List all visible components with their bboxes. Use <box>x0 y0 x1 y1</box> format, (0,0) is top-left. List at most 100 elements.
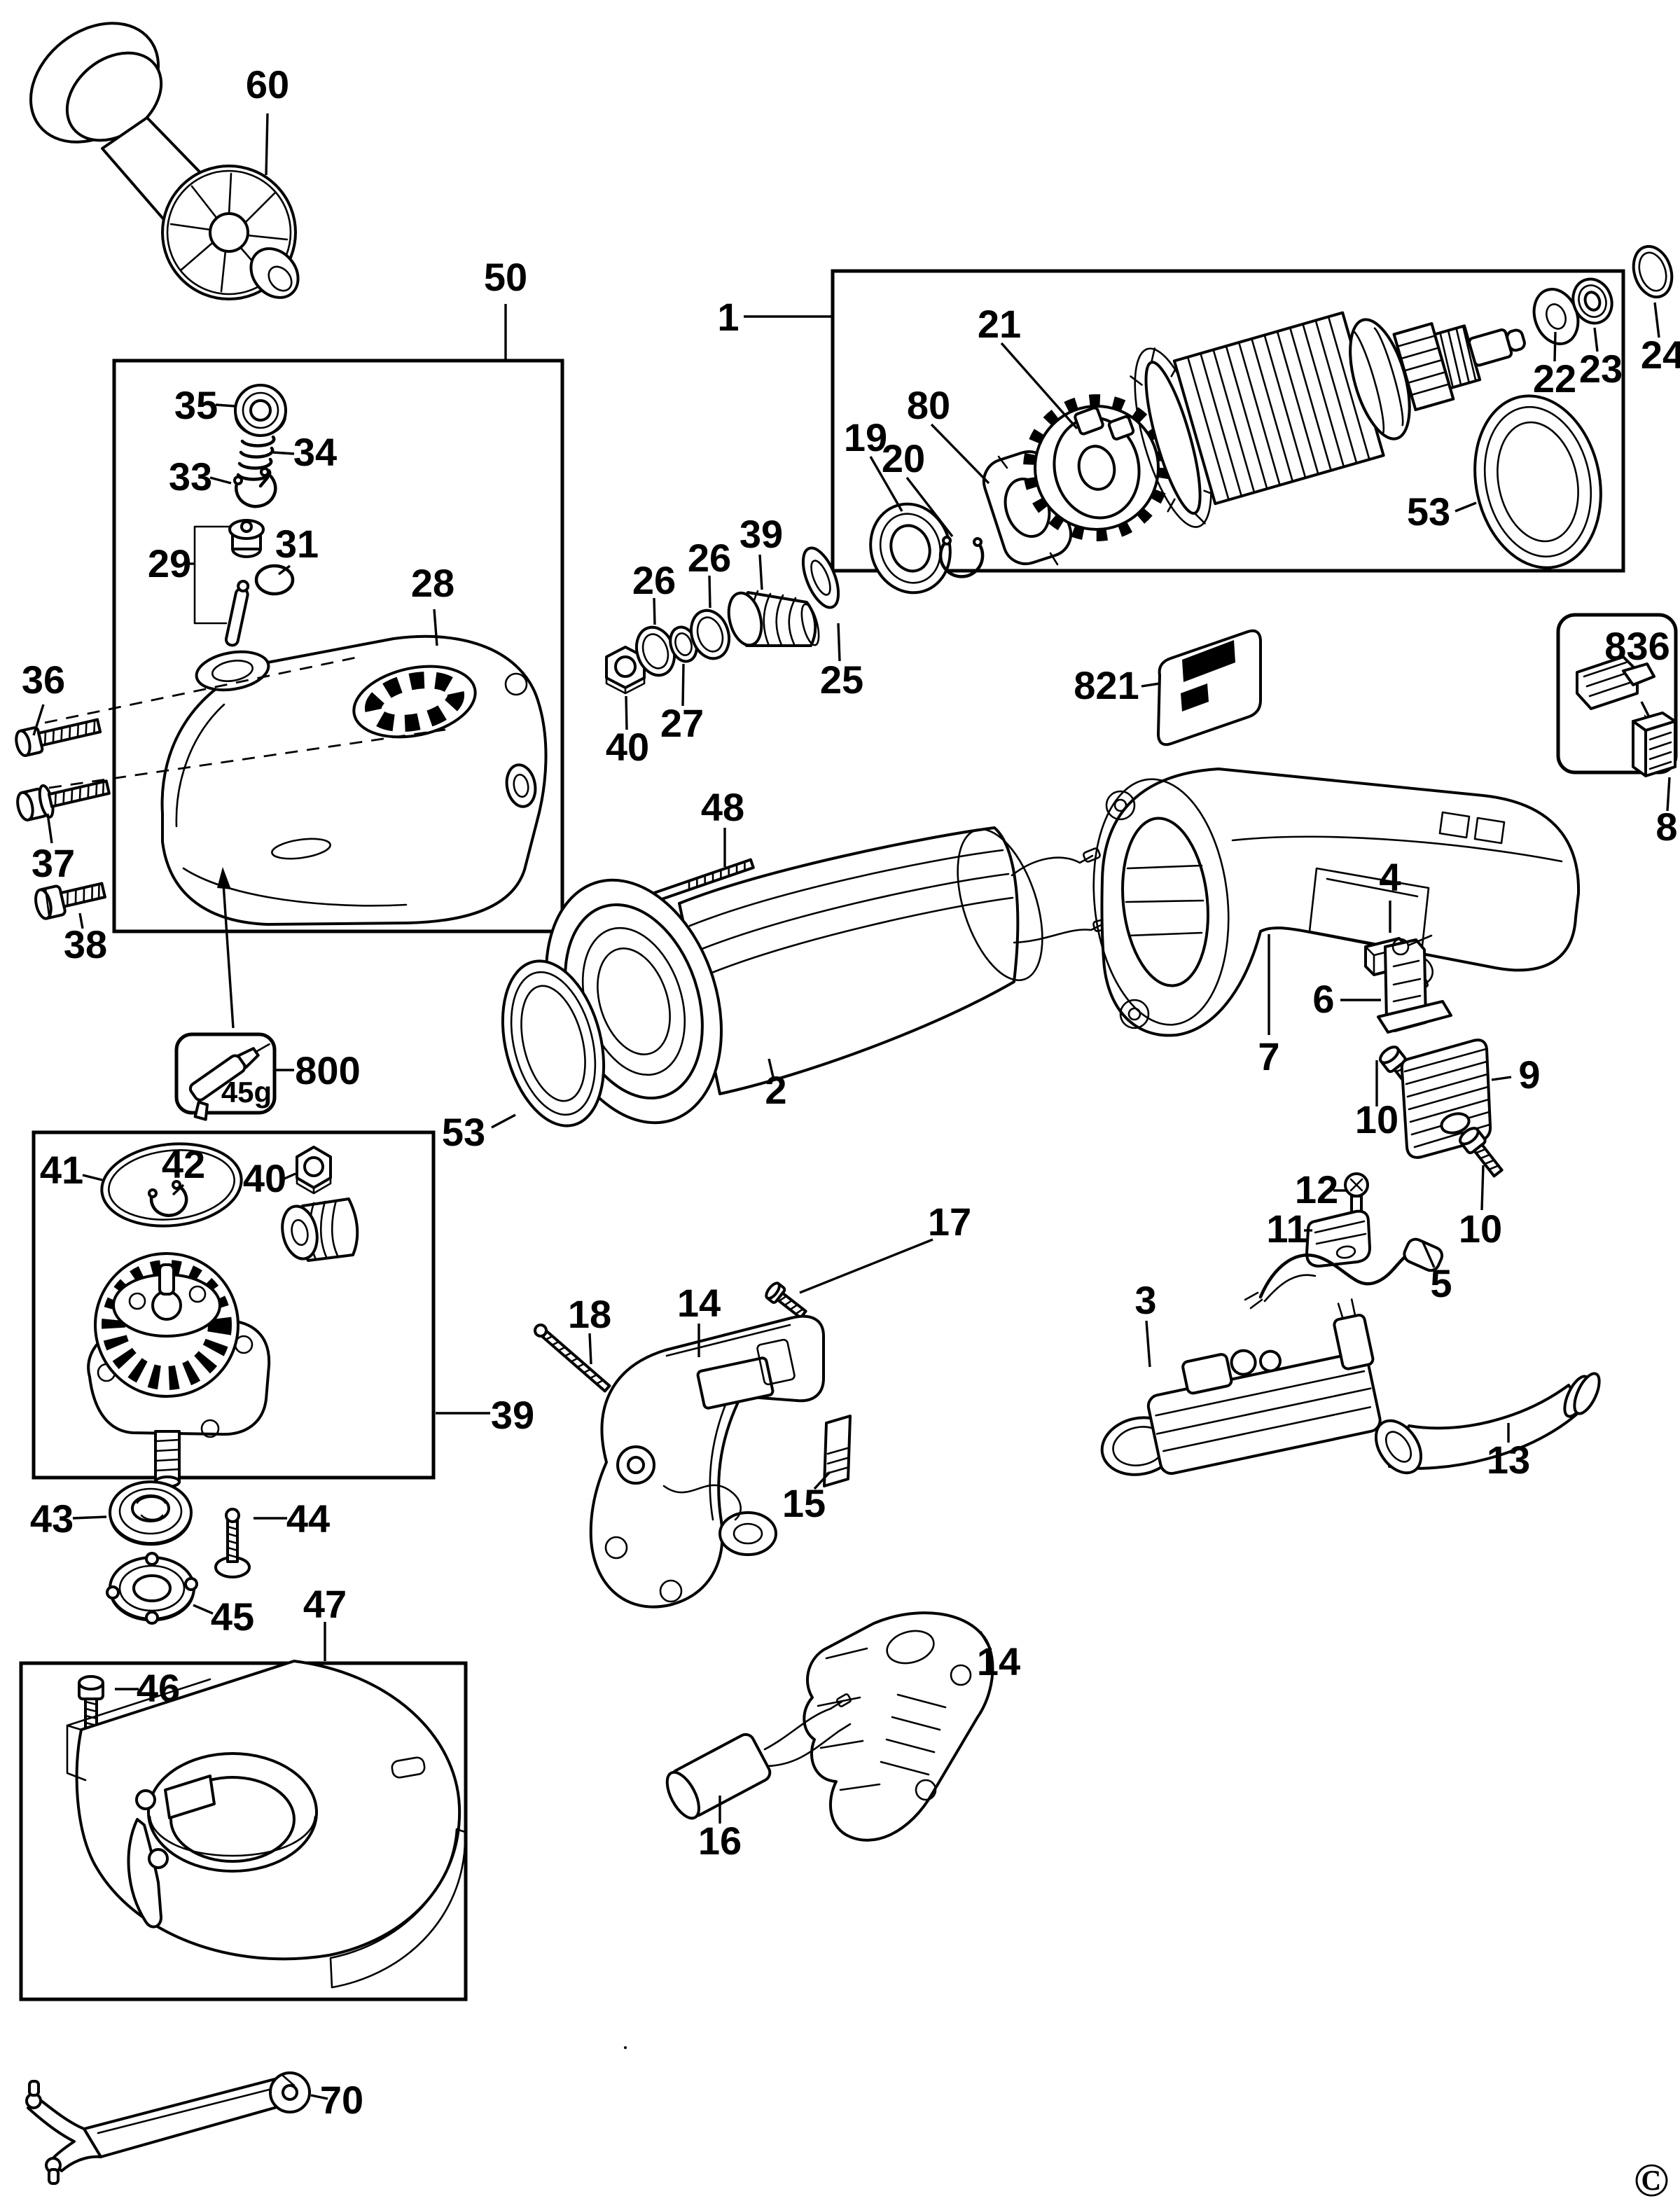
washer-25-drawing <box>801 546 840 609</box>
screw-axis-37 <box>48 728 446 789</box>
part-label-33: 33 <box>169 454 212 499</box>
part-label-21: 21 <box>978 302 1021 346</box>
nut-40-box39-drawing <box>296 1146 332 1195</box>
part-label-50: 50 <box>484 255 527 299</box>
part-label-7: 7 <box>1258 1034 1279 1078</box>
part-label-5: 5 <box>1430 1261 1452 1305</box>
spring-34-drawing <box>236 435 276 488</box>
bearing-23-drawing <box>1571 277 1613 325</box>
part-label-36: 36 <box>22 658 65 702</box>
nut-40-drawing <box>605 646 646 2049</box>
part-label-80: 80 <box>907 383 950 427</box>
part-label-18: 18 <box>568 1292 611 1336</box>
armature-drawing <box>1130 311 1526 528</box>
part-label-60: 60 <box>246 62 289 106</box>
part-label-28: 28 <box>411 561 454 605</box>
part-label-24: 24 <box>1641 333 1680 377</box>
diaphragm-53-left-drawing <box>501 959 606 1127</box>
part-label-53-left: 53 <box>442 1110 485 1154</box>
screw-37-drawing <box>16 779 111 821</box>
box-grease-800 <box>174 1032 277 1115</box>
circlip-42-drawing <box>148 1180 188 1217</box>
part-label-8: 8 <box>1655 805 1677 849</box>
switch-3-drawing <box>1100 1298 1382 1476</box>
motor-housing-drawing <box>1092 768 1581 1037</box>
part-label-2: 2 <box>765 1068 786 1112</box>
screw-axis-36 <box>44 655 360 724</box>
part-label-11: 11 <box>1266 1207 1307 1251</box>
inner-flange-43-drawing <box>109 1480 193 1546</box>
pin-set-29-drawing <box>193 519 265 647</box>
fan-bearing-plate-drawing <box>87 1252 271 1488</box>
part-label-14-lower: 14 <box>977 1639 1020 1683</box>
cord-clamp-11-drawing <box>1305 1209 1371 1268</box>
pinion-39-drawing <box>727 590 820 647</box>
part-label-9: 9 <box>1518 1053 1540 1097</box>
diaphragm-53-right-drawing <box>1473 394 1602 569</box>
part-label-6: 6 <box>1312 977 1334 1021</box>
grease-tube-drawing <box>188 867 270 1121</box>
box-guard-assembly-47 <box>19 1661 468 2001</box>
screw-10-bottom-drawing <box>1459 1127 1504 1178</box>
leader-lines <box>32 113 1671 2100</box>
part-label-40-nut: 40 <box>606 725 649 769</box>
screw-44-drawing <box>214 1508 251 1578</box>
part-label-40-box39: 40 <box>243 1156 286 1200</box>
part-number-labels: 60 50 35 34 33 29 31 28 36 37 38 800 45g… <box>22 62 1680 2207</box>
part-label-26-right: 26 <box>688 536 731 580</box>
outer-flange-45-drawing <box>106 1552 198 1625</box>
grease-weight-note: 45g <box>221 1076 272 1109</box>
part-label-26-left: 26 <box>632 558 676 602</box>
copyright-mark: © <box>1634 2153 1669 2207</box>
part-label-25: 25 <box>820 658 863 702</box>
gearcase-drawing <box>160 634 548 926</box>
part-label-31: 31 <box>275 522 319 566</box>
ring-24-drawing <box>1632 244 1674 299</box>
part-label-821: 821 <box>1074 663 1139 707</box>
pin-wrench-drawing <box>25 2071 311 2185</box>
part-label-43: 43 <box>30 1497 74 1541</box>
circlip-20-drawing <box>938 536 985 578</box>
part-label-70: 70 <box>320 2078 363 2122</box>
part-label-16: 16 <box>698 1819 742 1863</box>
screw-17-drawing <box>765 1282 807 1319</box>
part-label-4: 4 <box>1379 855 1401 899</box>
part-label-3: 3 <box>1134 1278 1156 1322</box>
part-label-22: 22 <box>1533 356 1576 401</box>
vent-grille-9-drawing <box>1400 1039 1492 1159</box>
part-label-42: 42 <box>162 1142 205 1186</box>
part-label-38: 38 <box>64 922 107 966</box>
part-label-20: 20 <box>882 436 925 480</box>
part-label-12: 12 <box>1295 1167 1338 1211</box>
box-armature-assembly-1 <box>831 269 1625 573</box>
ring-26-right-drawing <box>690 609 730 660</box>
handle-half-upper-drawing <box>589 1314 825 1609</box>
box-gearcase-assembly-50 <box>112 359 564 933</box>
part-label-37: 37 <box>32 841 75 885</box>
part-label-23: 23 <box>1579 347 1623 391</box>
field-2-drawing <box>545 826 1111 1125</box>
label-plate-821-drawing <box>1157 629 1262 747</box>
part-label-39-gear: 39 <box>740 512 783 556</box>
screw-36-drawing <box>15 718 102 757</box>
part-label-29: 29 <box>148 541 191 585</box>
label-15-drawing <box>823 1415 852 1487</box>
part-label-46: 46 <box>137 1666 180 1710</box>
circlip-33-drawing <box>233 467 277 508</box>
part-label-1: 1 <box>717 295 739 339</box>
part-label-800: 800 <box>295 1048 360 1092</box>
screw-38-drawing <box>34 882 106 920</box>
wheel-guard-drawing <box>66 1660 466 1989</box>
part-label-19: 19 <box>844 415 887 459</box>
part-label-13: 13 <box>1487 1438 1530 1482</box>
part-label-34: 34 <box>293 430 337 474</box>
part-label-14-upper: 14 <box>677 1281 721 1325</box>
part-label-44: 44 <box>286 1497 330 1541</box>
part-label-47: 47 <box>303 1582 347 1626</box>
part-label-10-top: 10 <box>1355 1097 1398 1141</box>
ring-27-drawing <box>669 625 698 663</box>
part-label-35: 35 <box>174 383 218 427</box>
side-handle-drawing <box>29 22 300 300</box>
